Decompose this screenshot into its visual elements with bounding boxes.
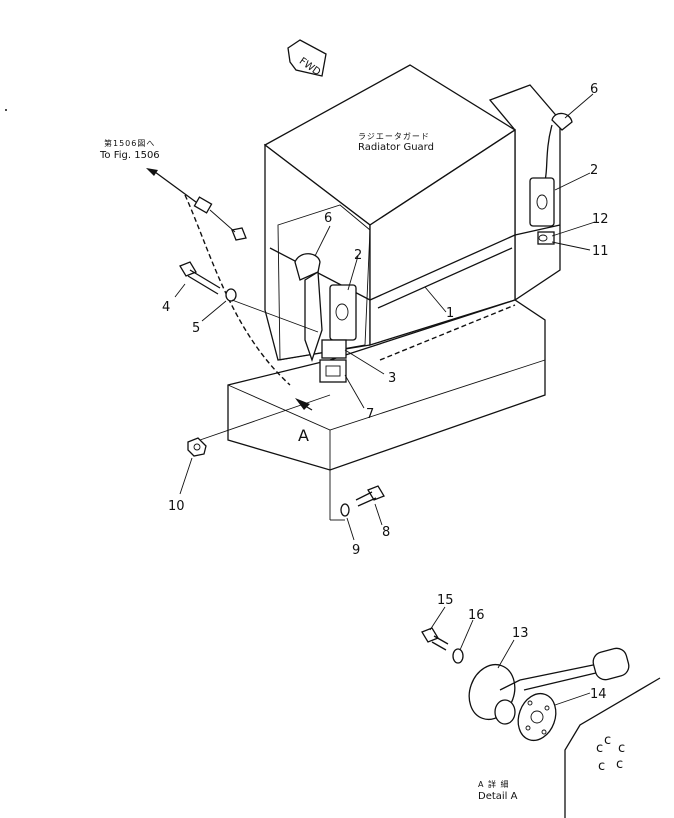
callout-1: 1 (446, 306, 454, 321)
base-frame (227, 299, 546, 521)
callout-7: 7 (366, 407, 374, 422)
callout-2-right: 2 (590, 163, 598, 178)
callout-11: 11 (592, 244, 609, 259)
to-fig-label-jp: 第1506図へ (104, 138, 155, 148)
callout-2-left: 2 (354, 248, 362, 263)
svg-text:c: c (596, 741, 603, 756)
callouts: 1 2 2 3 4 5 6 6 7 8 9 10 11 12 13 14 15 … (162, 82, 609, 702)
nut-10 (187, 437, 207, 457)
callout-5: 5 (192, 321, 200, 336)
callout-6-left: 6 (324, 211, 332, 226)
callout-15: 15 (437, 593, 454, 608)
callout-10: 10 (168, 499, 185, 514)
fwd-arrow: FWD (287, 39, 327, 78)
callout-4: 4 (162, 300, 170, 315)
callout-8: 8 (382, 525, 390, 540)
right-switch-cluster (529, 112, 573, 245)
stray-dot (5, 109, 7, 111)
left-switch-cluster (294, 253, 357, 383)
callout-9: 9 (352, 543, 360, 558)
callout-3: 3 (388, 371, 396, 386)
detail-a: c c c c c (421, 627, 661, 818)
callout-13: 13 (512, 626, 529, 641)
svg-text:c: c (598, 759, 605, 774)
washer-9 (340, 503, 350, 517)
callout-12: 12 (592, 212, 609, 227)
radiator-guard-label-en: Radiator Guard (358, 142, 434, 153)
cable-assembly (146, 168, 291, 386)
callout-6-right: 6 (590, 82, 598, 97)
washer-5 (225, 288, 237, 302)
bolt-4 (179, 261, 221, 295)
callout-16: 16 (468, 608, 485, 623)
leader-lines (174, 93, 596, 706)
callout-14: 14 (590, 687, 607, 702)
to-fig-label-en: To Fig. 1506 (99, 150, 160, 161)
svg-text:c: c (618, 741, 625, 756)
bolt-8 (355, 485, 385, 507)
svg-text:c: c (616, 757, 623, 772)
detail-a-label-en: Detail A (478, 791, 518, 802)
radiator-guard-label-jp: ラジエータガード (358, 131, 430, 141)
detail-a-label-jp: A 詳 細 (478, 779, 510, 789)
view-a-label: A (298, 426, 309, 445)
svg-text:c: c (604, 733, 611, 748)
